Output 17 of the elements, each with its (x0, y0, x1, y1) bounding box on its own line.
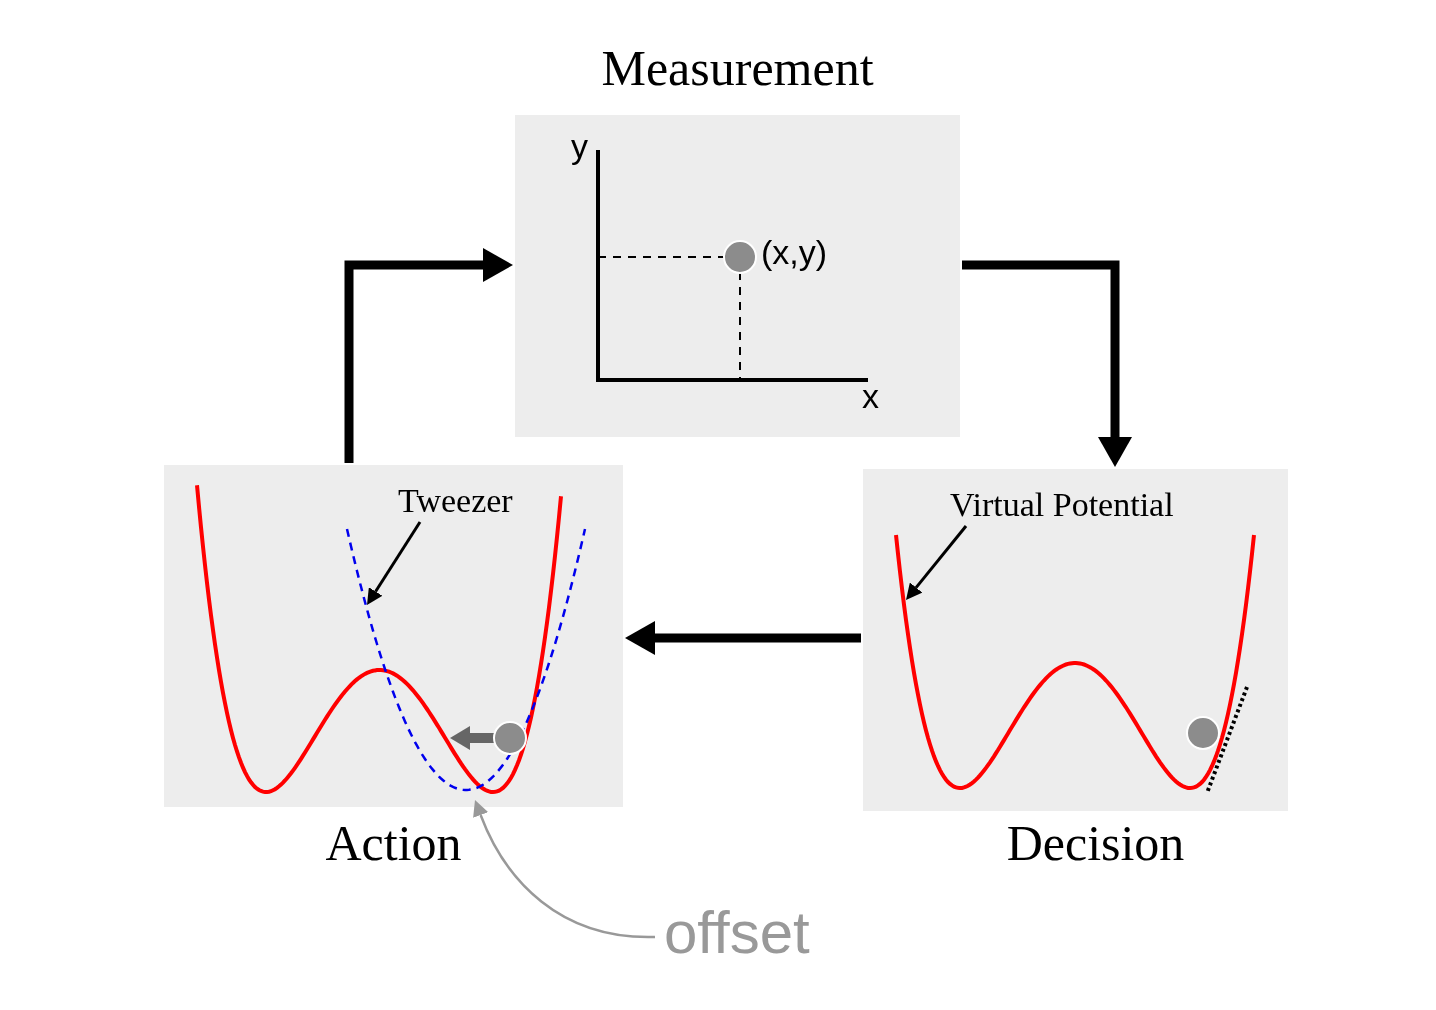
axis-label: y (571, 127, 588, 167)
cycle-arrow (625, 623, 861, 653)
panel-title: Action (325, 815, 462, 873)
leader-line (473, 800, 656, 939)
annotation-label: offset (664, 898, 810, 967)
curve-label: Tweezer (398, 481, 513, 521)
potential-curve (894, 534, 1256, 790)
tweezer-curve (345, 528, 587, 792)
leader-line (906, 525, 968, 600)
point-label: (x,y) (761, 233, 828, 273)
panel-title: Measurement (601, 40, 874, 98)
curve-label: Virtual Potential (950, 485, 1174, 525)
axis-label: x (862, 377, 879, 417)
cycle-arrow (344, 250, 513, 463)
cycle-arrow (962, 260, 1130, 467)
leader-line (367, 521, 422, 605)
panel-title: Decision (1006, 815, 1185, 873)
